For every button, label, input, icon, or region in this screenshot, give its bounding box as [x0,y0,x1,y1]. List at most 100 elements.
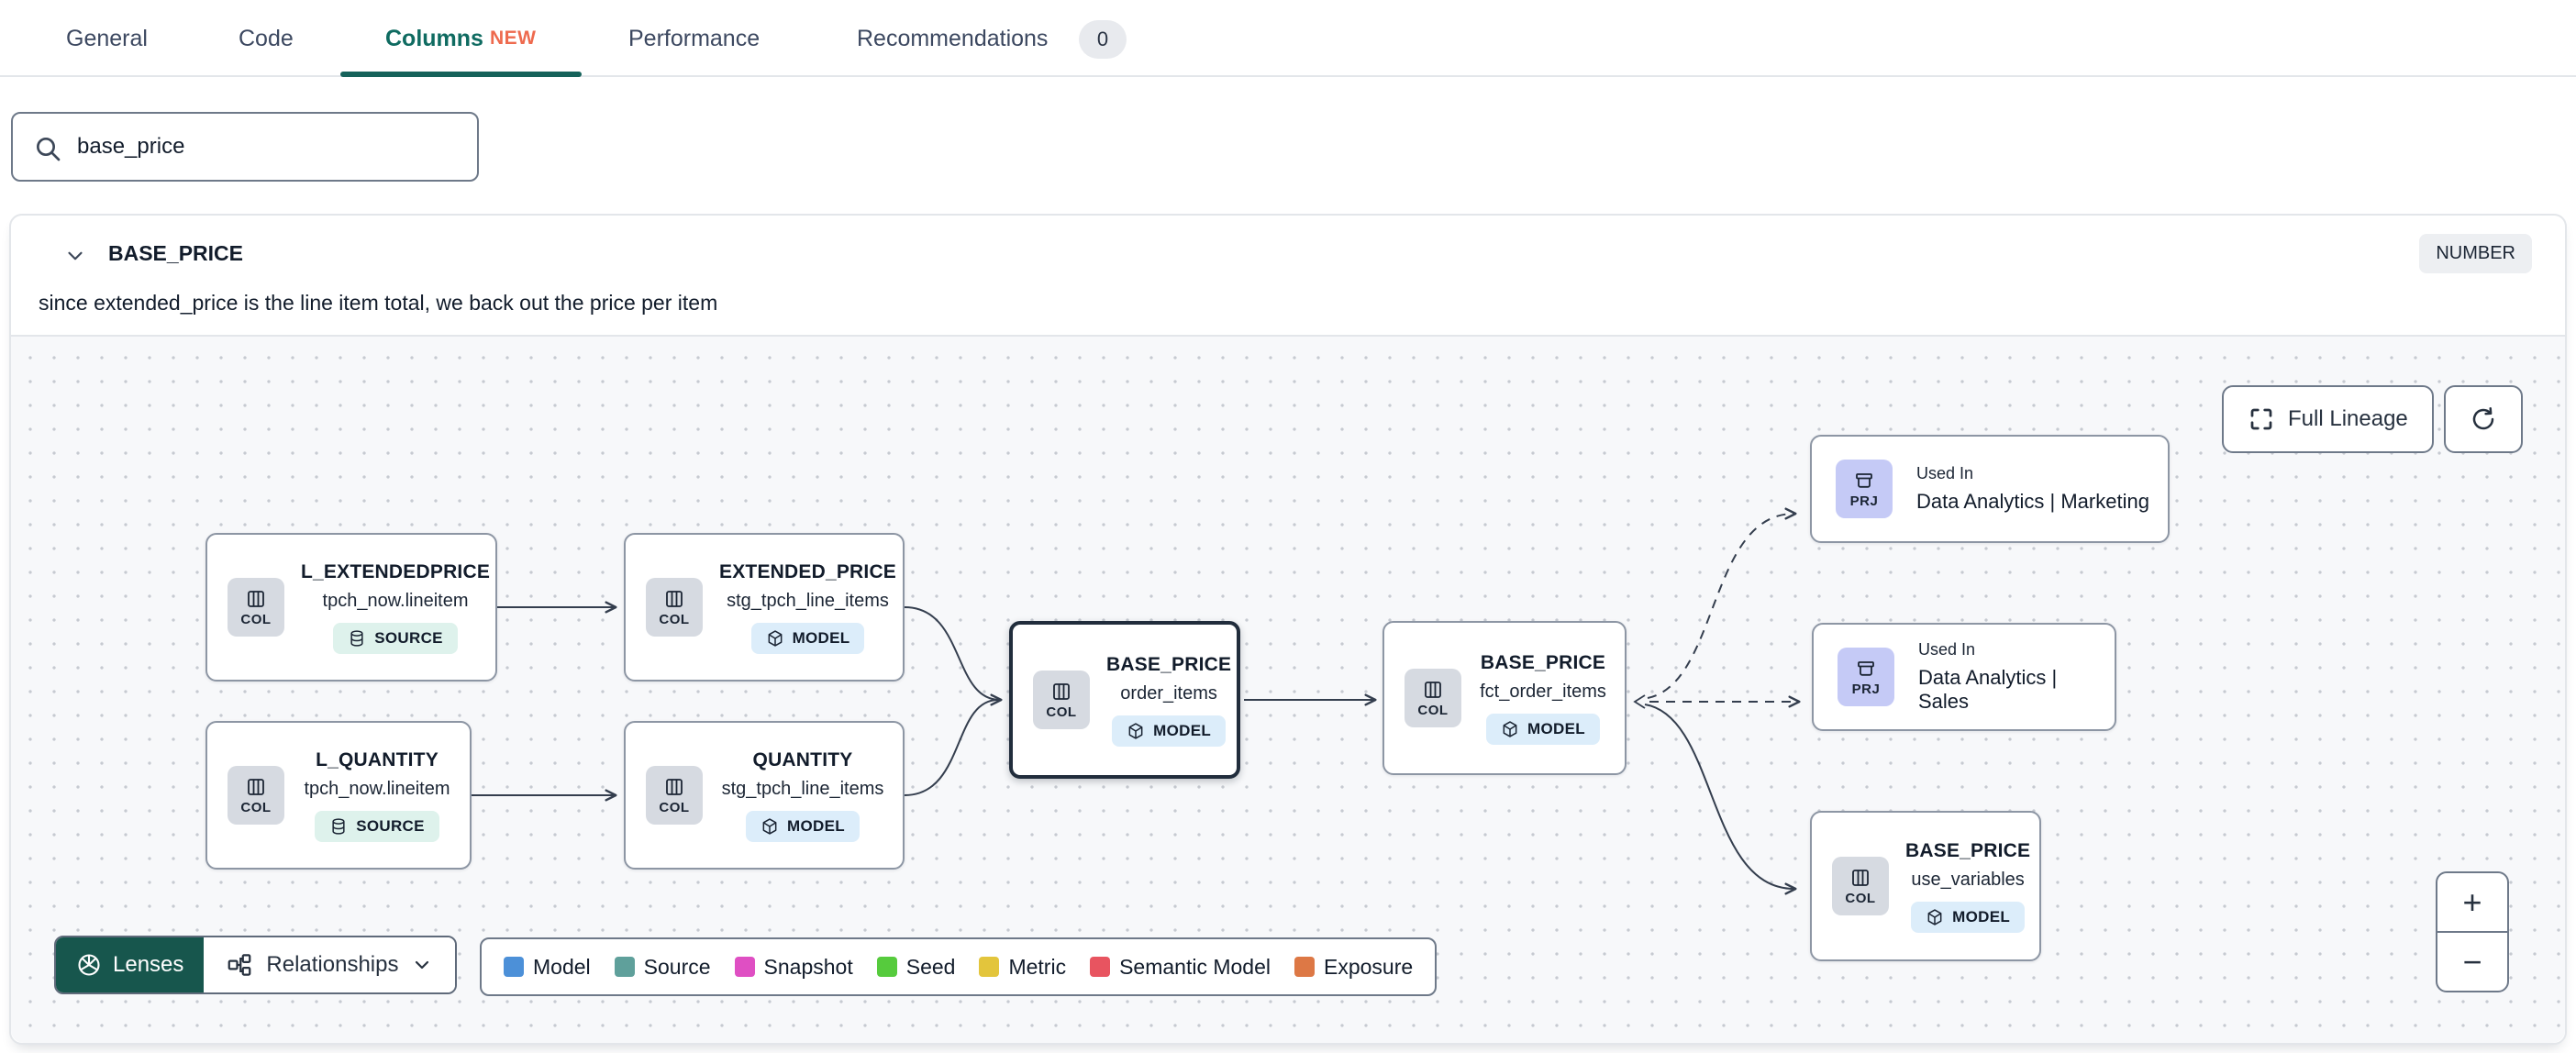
recommendations-count-badge: 0 [1079,20,1127,59]
column-kind-badge: COL [228,578,284,637]
node-l-extendedprice[interactable]: COL L_EXTENDEDPRICE tpch_now.lineitem SO… [205,533,497,682]
lineage-edges [472,507,1801,895]
columns-icon [1852,869,1869,886]
tab-bar: General Code Columns NEW Performance Rec… [0,0,2576,77]
refresh-icon [2472,406,2494,430]
column-kind-badge: COL [228,766,284,825]
node-title: EXTENDED_PRICE [719,560,897,582]
used-in-label: Used In [1916,464,1974,482]
node-used-in-marketing[interactable]: PRJ Used In Data Analytics | Marketing [1810,435,2170,543]
project-kind-badge: PRJ [1836,460,1893,518]
full-lineage-button[interactable]: Full Lineage [2222,385,2434,453]
node-title: BASE_PRICE [1480,651,1606,673]
cube-icon [768,629,782,647]
node-subtitle: tpch_now.lineitem [322,590,469,611]
tab-columns-new-badge: NEW [490,28,537,49]
cube-icon [1927,908,1942,926]
used-in-label: Used In [1918,640,1976,659]
node-base-price-fct-order-items[interactable]: COL BASE_PRICE fct_order_items MODEL [1382,621,1627,775]
legend-item-source: Source [614,955,711,980]
legend-swatch [734,957,755,977]
legend-swatch [1090,957,1111,977]
zoom-in-button[interactable]: + [2437,873,2507,933]
relationships-dropdown[interactable]: Relationships [204,937,456,992]
zoom-controls: + − [2436,871,2509,992]
zoom-out-button[interactable]: − [2462,942,2482,981]
active-tab-underline [340,72,582,77]
model-badge: MODEL [1486,713,1600,745]
archive-icon [1858,660,1874,676]
legend-item-seed: Seed [876,955,955,980]
column-type-badge: NUMBER [2419,234,2532,273]
cube-icon [762,817,777,835]
source-badge: SOURCE [315,810,439,842]
legend-swatch [504,957,524,977]
legend-item-semantic-model: Semantic Model [1090,955,1271,980]
collapse-toggle[interactable] [57,238,94,274]
legend-item-metric: Metric [979,955,1066,980]
column-kind-badge: COL [1405,669,1461,727]
node-title: BASE_PRICE [1905,839,2031,861]
column-description: since extended_price is the line item to… [39,291,718,315]
legend-item-exposure: Exposure [1294,955,1413,980]
refresh-button[interactable] [2444,385,2523,453]
columns-icon [248,778,264,795]
column-kind-badge: COL [646,766,703,825]
node-base-price-order-items[interactable]: COL BASE_PRICE order_items MODEL [1009,621,1240,779]
node-title: QUANTITY [752,748,853,770]
columns-icon [1425,681,1441,698]
tab-columns[interactable]: Columns [385,26,483,51]
columns-icon [666,778,683,795]
search-icon [37,138,61,161]
node-subtitle: order_items [1120,682,1217,704]
node-subtitle: stg_tpch_line_items [721,778,884,799]
chevron-down-icon [68,251,83,260]
cube-icon [1503,720,1517,737]
legend-swatch [876,957,897,977]
column-name: BASE_PRICE [108,241,243,265]
legend-swatch [979,957,1000,977]
lineage-canvas[interactable]: COL L_EXTENDEDPRICE tpch_now.lineitem SO… [11,335,2565,1043]
project-kind-badge: PRJ [1838,648,1894,706]
node-used-in-sales[interactable]: PRJ Used In Data Analytics | Sales [1812,623,2116,731]
model-badge: MODEL [1911,901,2026,933]
column-panel-header: BASE_PRICE NUMBER since extended_price i… [11,216,2565,335]
search-input[interactable] [77,114,462,180]
relationships-icon [228,954,251,976]
model-badge: MODEL [750,622,865,654]
tab-general[interactable]: General [66,26,148,51]
column-kind-badge: COL [1832,857,1889,915]
node-subtitle: fct_order_items [1480,681,1606,702]
archive-icon [1856,472,1872,488]
project-name: Data Analytics | Sales [1918,666,2058,713]
column-kind-badge: COL [1033,671,1090,729]
legend-item-model: Model [504,955,591,980]
columns-icon [248,590,264,607]
node-extended-price[interactable]: COL EXTENDED_PRICE stg_tpch_line_items M… [624,533,905,682]
node-title: L_EXTENDEDPRICE [301,560,491,582]
node-title: L_QUANTITY [316,748,439,770]
source-badge: SOURCE [333,622,458,654]
node-l-quantity[interactable]: COL L_QUANTITY tpch_now.lineitem SOURCE [205,721,472,870]
column-kind-badge: COL [646,578,703,637]
node-base-price-use-variables[interactable]: COL BASE_PRICE use_variables MODEL [1810,811,2041,961]
lenses-button[interactable]: Lenses [56,937,205,992]
expand-icon [2250,408,2272,430]
lens-toolbar: Lenses Relationships [54,936,458,994]
node-subtitle: stg_tpch_line_items [727,590,889,611]
project-name: Data Analytics | Marketing [1916,490,2149,513]
column-panel: BASE_PRICE NUMBER since extended_price i… [9,214,2567,1045]
model-badge: MODEL [1112,715,1227,747]
legend-item-snapshot: Snapshot [734,955,853,980]
legend-swatch [614,957,635,977]
node-quantity[interactable]: COL QUANTITY stg_tpch_line_items MODEL [624,721,905,870]
tab-code[interactable]: Code [239,26,294,51]
columns-icon [1053,682,1070,700]
tab-performance[interactable]: Performance [628,26,761,51]
columns-icon [666,590,683,607]
tab-recommendations[interactable]: Recommendations [857,26,1049,51]
cube-icon [1128,722,1143,739]
legend-swatch [1294,957,1315,977]
node-subtitle: use_variables [1911,869,2025,890]
database-icon [332,817,345,835]
